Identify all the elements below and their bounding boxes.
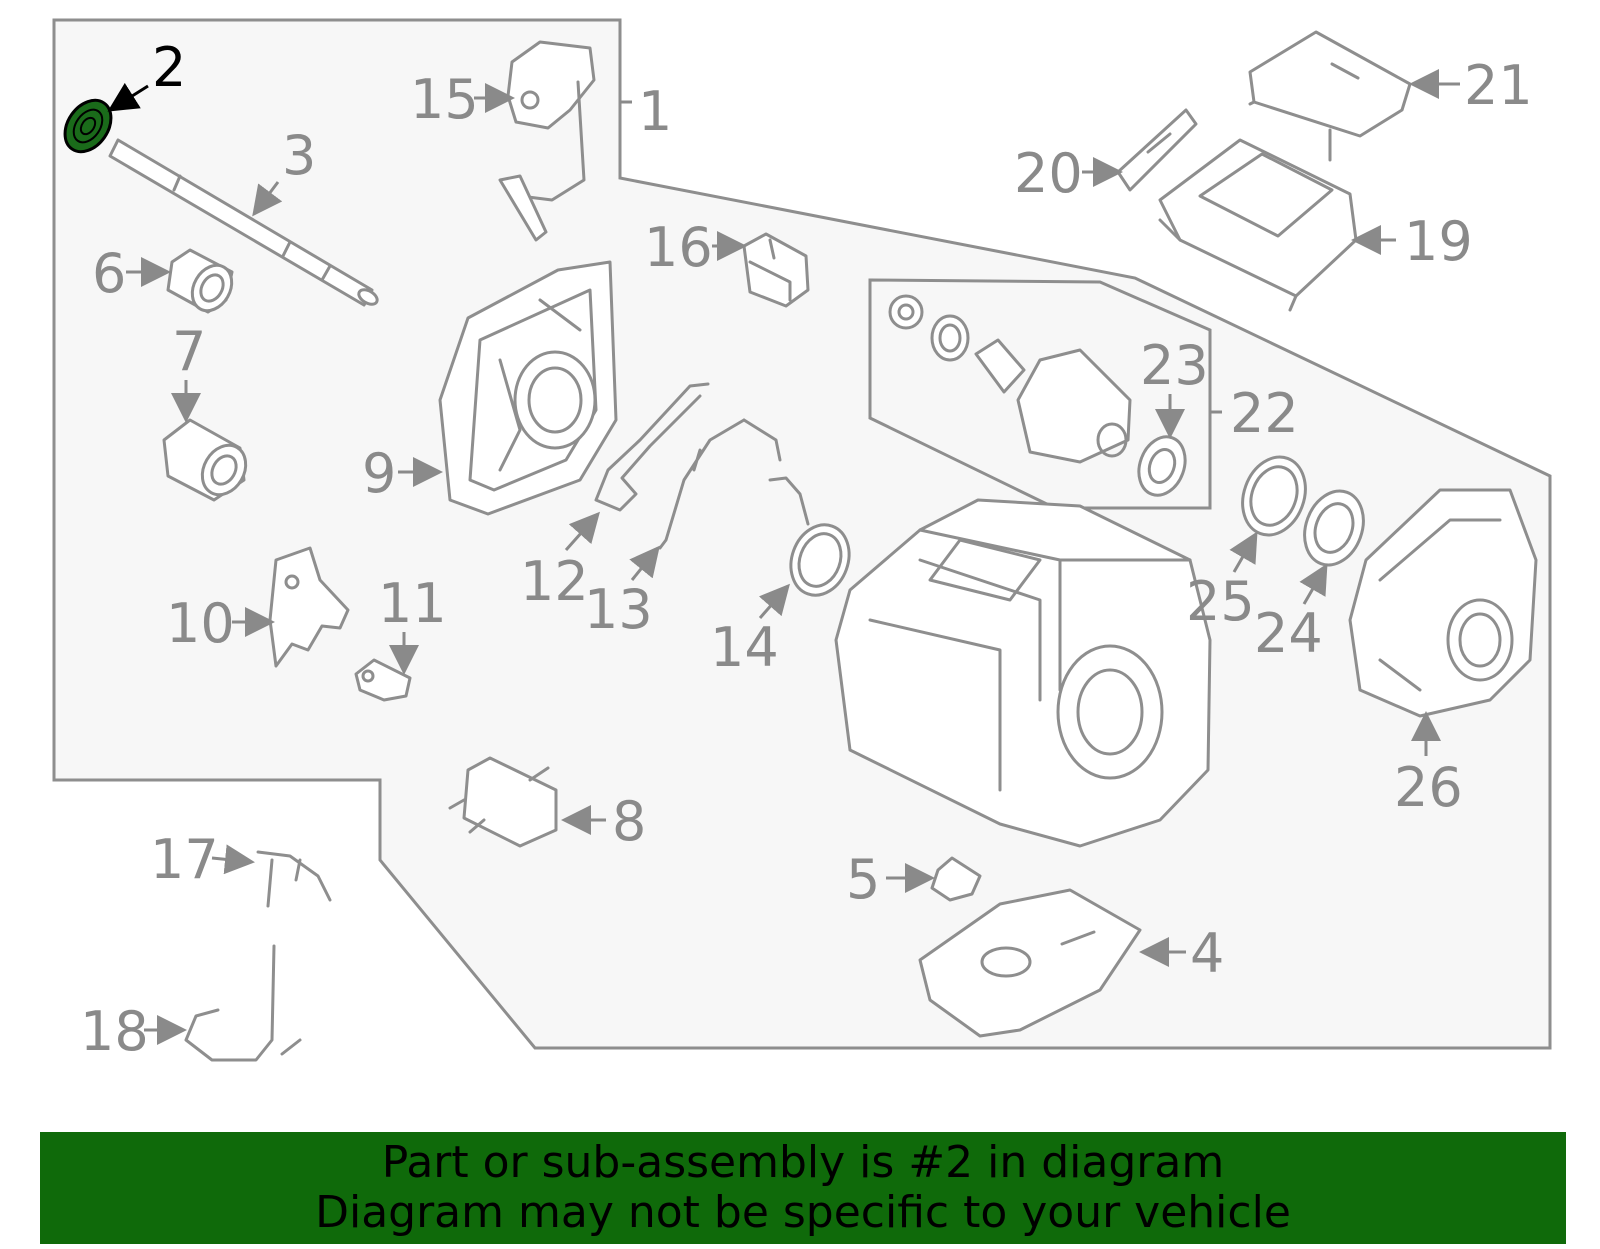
part-21-bracket[interactable] — [1248, 30, 1412, 162]
callout-24: 24 — [1254, 602, 1323, 665]
callout-9: 9 — [362, 442, 396, 505]
part-16-connector[interactable] — [742, 232, 810, 308]
callout-12: 12 — [520, 550, 589, 613]
leader-12 — [564, 511, 600, 551]
callout-18: 18 — [80, 1000, 149, 1063]
part-17-clip[interactable] — [256, 850, 332, 908]
callout-23: 23 — [1140, 334, 1209, 397]
leader-24 — [1299, 563, 1328, 605]
part-10-plate[interactable] — [268, 546, 350, 668]
part-13-harness[interactable] — [658, 418, 782, 550]
callout-5: 5 — [846, 848, 880, 911]
callout-21: 21 — [1464, 54, 1533, 117]
leader-3 — [252, 181, 283, 217]
part-4-oil-pan[interactable] — [918, 888, 1142, 1038]
part-14-sensor-ring[interactable] — [768, 476, 859, 603]
part-9-housing-cover[interactable] — [438, 260, 618, 516]
leader-14 — [758, 583, 790, 619]
callout-1: 1 — [638, 80, 672, 143]
caption-line-part-number: Part or sub-assembly is #2 in diagram — [381, 1137, 1225, 1188]
callout-26: 26 — [1394, 756, 1463, 819]
callout-22: 22 — [1230, 382, 1299, 445]
part-3-shaft[interactable] — [108, 138, 380, 307]
part-15-bracket[interactable] — [498, 40, 596, 242]
callout-17: 17 — [150, 828, 219, 891]
callout-3: 3 — [282, 124, 316, 187]
callout-20: 20 — [1014, 142, 1083, 205]
part-19-inverter[interactable] — [1158, 138, 1358, 312]
callout-11: 11 — [378, 572, 447, 635]
leader-2 — [107, 82, 149, 112]
part-6-bearing[interactable] — [166, 248, 240, 318]
callout-2: 2 — [152, 36, 186, 99]
callout-4: 4 — [1190, 922, 1224, 985]
callout-6: 6 — [92, 242, 126, 305]
part-26-end-housing[interactable] — [1348, 488, 1538, 718]
part-12-harness[interactable] — [594, 382, 710, 512]
callout-8: 8 — [612, 790, 646, 853]
leader-17 — [211, 844, 255, 875]
callout-15: 15 — [410, 68, 479, 131]
part-8-module[interactable] — [448, 756, 558, 848]
callout-10: 10 — [166, 592, 235, 655]
callout-16: 16 — [644, 216, 713, 279]
part-2-seal[interactable] — [56, 92, 121, 161]
caption-banner: Part or sub-assembly is #2 in diagram Di… — [40, 1132, 1566, 1244]
leader-25 — [1229, 531, 1258, 573]
callout-14: 14 — [710, 616, 779, 679]
caption-line-disclaimer: Diagram may not be specific to your vehi… — [315, 1187, 1291, 1238]
callout-7: 7 — [172, 320, 206, 383]
callout-13: 13 — [584, 578, 653, 641]
caption-banner-background — [40, 1132, 1566, 1244]
part-18-hose[interactable] — [184, 944, 302, 1062]
part-25-gasket[interactable] — [1232, 448, 1316, 544]
leader-13 — [629, 545, 660, 581]
part-20-bracket[interactable] — [1116, 108, 1198, 192]
part-11-bracket[interactable] — [354, 658, 412, 702]
main-transmission-case[interactable] — [834, 498, 1212, 848]
callout-25: 25 — [1186, 570, 1255, 633]
part-22-differential[interactable] — [888, 294, 1132, 464]
callout-19: 19 — [1404, 210, 1473, 273]
